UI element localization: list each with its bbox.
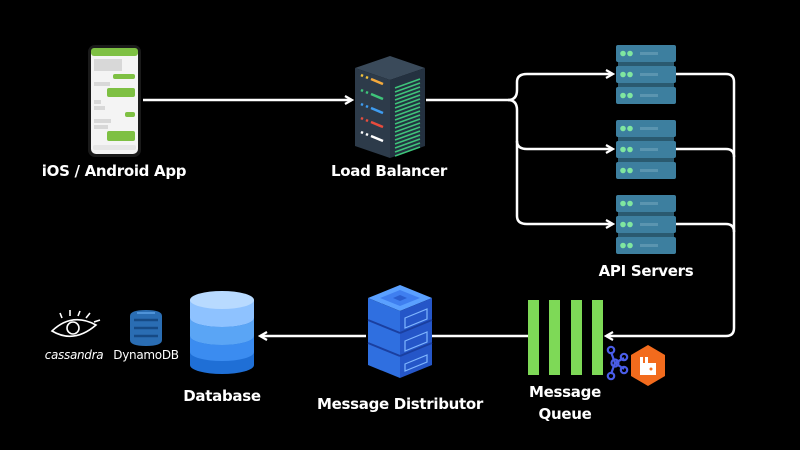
app-label: iOS / Android App xyxy=(41,162,187,180)
server-tower-icon xyxy=(355,56,425,158)
server-rack-icon xyxy=(616,120,676,179)
kafka-icon xyxy=(606,345,629,381)
message-queue-label-line2: Queue xyxy=(538,405,592,423)
line-api-1-out xyxy=(676,72,736,328)
dynamodb-label: DynamoDB xyxy=(113,348,179,362)
rabbitmq-icon xyxy=(631,345,665,386)
dynamodb-icon xyxy=(130,310,162,346)
blue-server-stack-icon xyxy=(367,285,433,378)
message-queue-label-line1: Message xyxy=(529,383,601,401)
smartphone-chat-icon xyxy=(88,45,141,157)
arrow-to-api-3 xyxy=(515,141,613,224)
arrow-to-api-1 xyxy=(507,74,613,102)
cassandra-eye-icon xyxy=(50,310,101,338)
line-api-3-out xyxy=(676,222,736,233)
server-rack-icon xyxy=(616,45,676,104)
connectors xyxy=(143,72,736,336)
load-balancer-label: Load Balancer xyxy=(330,162,448,180)
message-distributor-label: Message Distributor xyxy=(316,395,484,413)
api-servers xyxy=(616,45,676,254)
server-rack-icon xyxy=(616,195,676,254)
arrow-to-api-2 xyxy=(507,98,613,149)
line-api-2-out xyxy=(676,147,736,158)
queue-bars-icon xyxy=(528,300,603,375)
arrow-to-queue xyxy=(606,327,736,336)
database-label: Database xyxy=(183,387,261,405)
api-servers-label: API Servers xyxy=(598,262,694,280)
cassandra-label: cassandra xyxy=(44,348,104,362)
database-cylinder-icon xyxy=(190,291,254,374)
